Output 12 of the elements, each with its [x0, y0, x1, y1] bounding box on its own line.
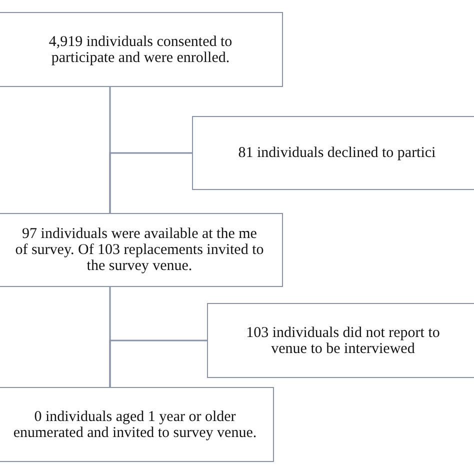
process-box — [0, 12, 283, 87]
connector-line — [109, 87, 111, 213]
process-box — [0, 387, 274, 462]
connector-line — [109, 287, 111, 387]
box-text: 0 individuals aged 1 year or older enumerated and invited to survey venue. — [12, 408, 258, 440]
box-text: 4,919 individuals consented to participate and were enrolled. — [48, 34, 234, 66]
process-box — [192, 116, 474, 190]
process-box — [207, 303, 474, 378]
box-text: 103 individuals did not report to venue to be interviewed — [245, 324, 441, 356]
box-text: 97 individuals were available at the me of survey. Of 103 replacements invited to the survey venue. — [14, 226, 264, 274]
process-box — [0, 213, 283, 287]
box-text: 81 individuals declined to partici — [237, 145, 437, 161]
